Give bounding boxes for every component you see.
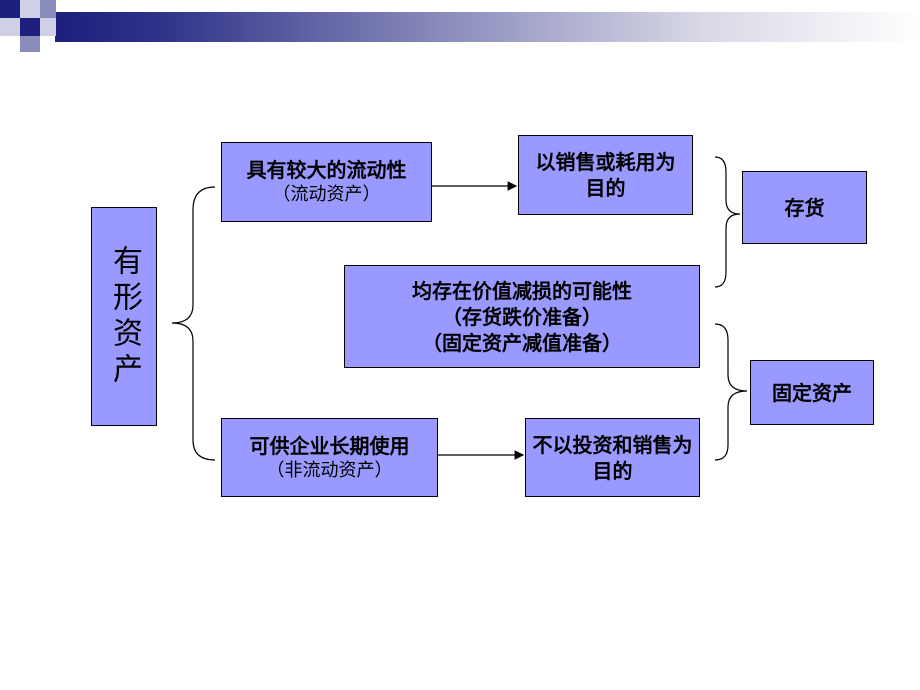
header-square-6 [40, 18, 56, 36]
header-square-4 [0, 18, 20, 36]
header-square-3 [40, 0, 56, 18]
header-square-1 [0, 0, 20, 18]
slide-header-decoration [0, 0, 920, 60]
left-brace [171, 186, 216, 461]
right-brace-inventory [714, 156, 741, 288]
inventory-node: 存货 [742, 171, 867, 244]
right-brace-fixed [714, 323, 748, 461]
current-assets-subtitle: （流动资产） [272, 184, 381, 205]
header-square-7 [20, 36, 40, 52]
impairment-line-3: （固定资产减值准备） [422, 330, 622, 355]
fixed-assets-node: 固定资产 [750, 360, 874, 425]
header-gradient-bar [55, 12, 920, 42]
noncurrent-assets-node: 可供企业长期使用 （非流动资产） [221, 418, 438, 497]
root-label: 有形资产 [107, 244, 142, 389]
root-node: 有形资产 [91, 207, 157, 426]
impairment-node: 均存在价值减损的可能性 （存货跌价准备） （固定资产减值准备） [344, 265, 700, 368]
current-assets-node: 具有较大的流动性 （流动资产） [221, 142, 432, 222]
non-sale-purpose-node: 不以投资和销售为目的 [525, 418, 700, 497]
sale-purpose-label: 以销售或耗用为目的 [535, 150, 676, 200]
header-square-2 [20, 0, 40, 18]
header-square-5 [20, 18, 40, 36]
impairment-line-1: 均存在价值减损的可能性 [412, 278, 632, 303]
sale-purpose-node: 以销售或耗用为目的 [518, 135, 693, 215]
impairment-line-2: （存货跌价准备） [442, 304, 602, 329]
current-assets-title: 具有较大的流动性 [246, 158, 407, 182]
fixed-assets-label: 固定资产 [772, 380, 852, 405]
non-sale-purpose-label: 不以投资和销售为目的 [532, 432, 693, 483]
inventory-label: 存货 [784, 195, 825, 220]
noncurrent-assets-subtitle: （非流动资产） [266, 459, 393, 481]
noncurrent-assets-title: 可供企业长期使用 [249, 433, 410, 458]
